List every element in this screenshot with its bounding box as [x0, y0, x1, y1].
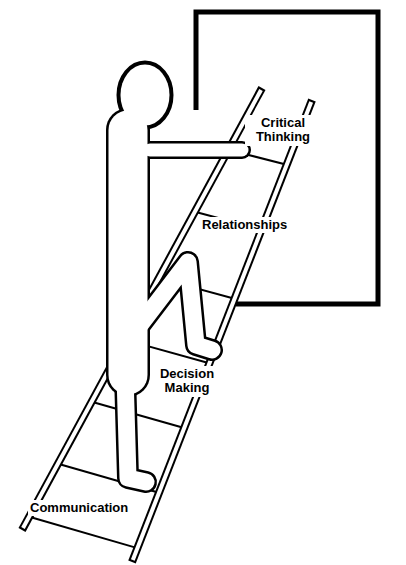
figure-head-fill: [121, 65, 170, 126]
ladder-rail: [132, 100, 312, 562]
figure-leg-fill: [140, 262, 212, 350]
figure-torso-fill: [109, 130, 148, 375]
stick-figure: [118, 62, 242, 482]
figure-torso: [106, 130, 150, 375]
figure-leg: [140, 262, 212, 350]
ladder-rung: [92, 402, 185, 428]
ladder-rail-inner: [23, 90, 261, 528]
rung-label: Relationships: [200, 217, 304, 233]
figure-arm-fill: [150, 144, 242, 157]
rung-label: Critical Thinking: [245, 115, 321, 146]
ladder-rails: [22, 88, 312, 562]
ladder-rail: [22, 88, 262, 530]
rung-label: Communication: [28, 500, 142, 516]
ladder-rail-inner: [133, 102, 311, 560]
ladder-rung: [29, 517, 137, 548]
rung-label: Decision Making: [152, 366, 222, 397]
figure-arm: [150, 141, 242, 159]
